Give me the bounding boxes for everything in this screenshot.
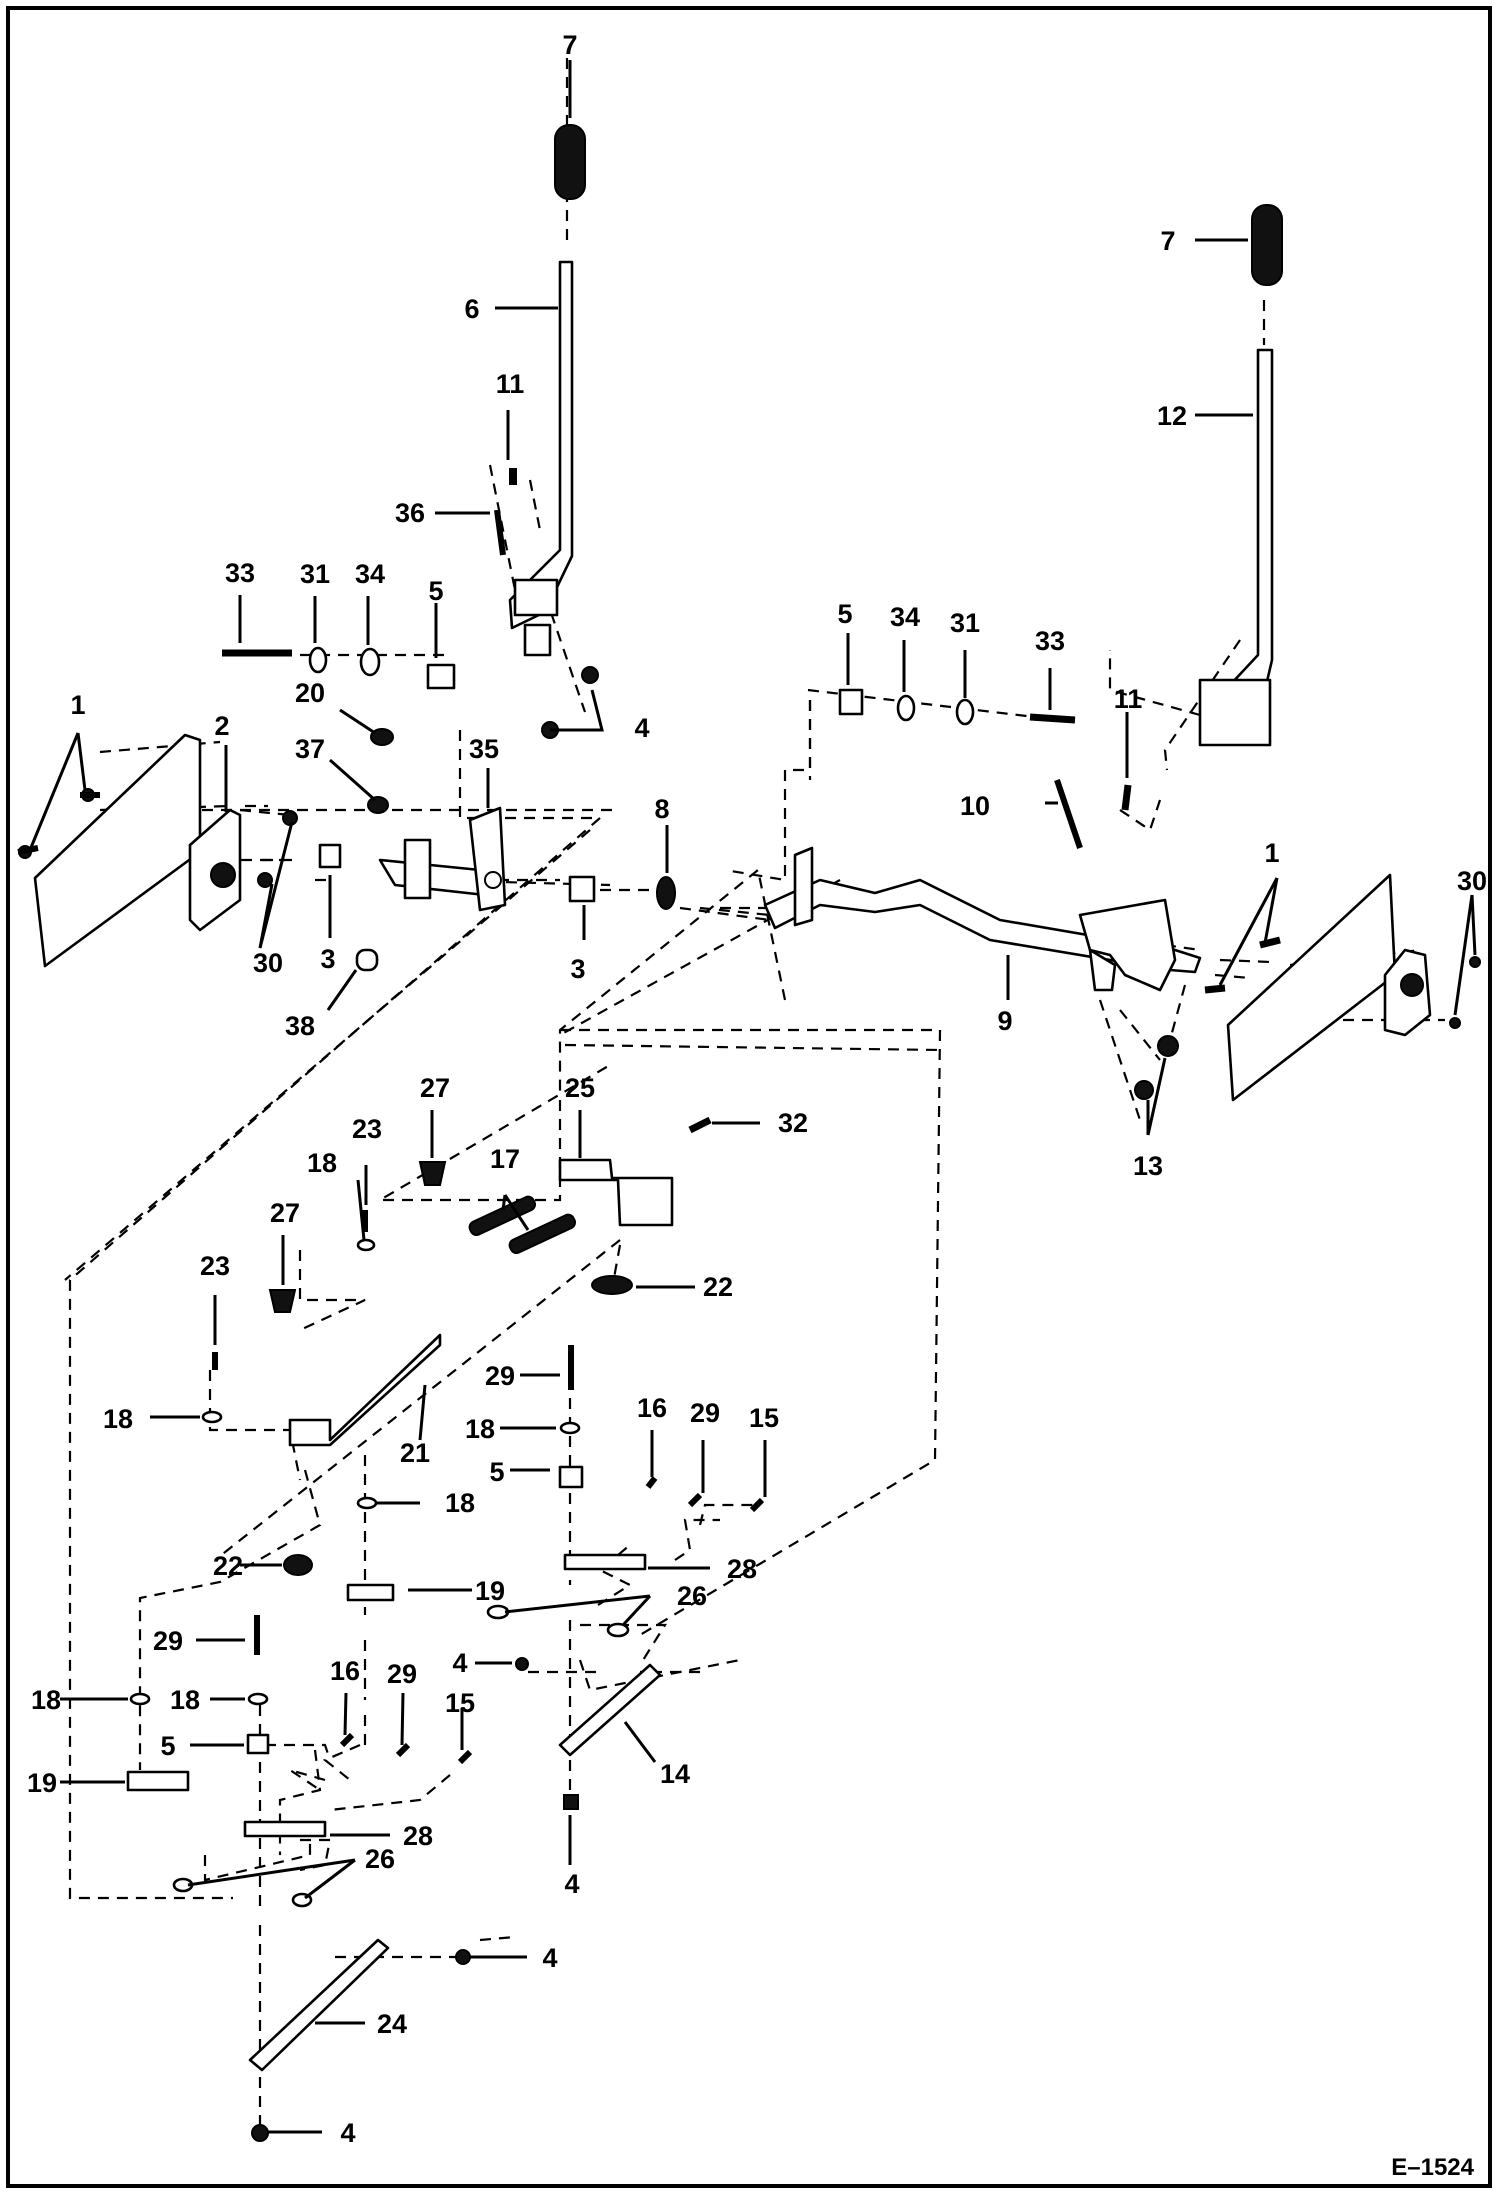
callout-34-right: 34 xyxy=(890,602,920,632)
callout-16-b: 16 xyxy=(330,1656,360,1686)
callout-19-a: 19 xyxy=(475,1576,505,1606)
callout-13: 13 xyxy=(1133,1151,1163,1181)
callout-11-left: 11 xyxy=(496,369,525,399)
callout-18-e: 18 xyxy=(31,1685,61,1715)
callout-22-b: 22 xyxy=(213,1551,243,1581)
bracket-21 xyxy=(288,1333,442,1447)
callout-18-f: 18 xyxy=(170,1685,200,1715)
callout-18-c: 18 xyxy=(465,1414,495,1444)
callout-37: 37 xyxy=(295,734,325,764)
callout-27-a: 27 xyxy=(420,1073,450,1103)
callout-2: 2 xyxy=(214,711,229,741)
callout-29-c: 29 xyxy=(153,1626,183,1656)
callout-1-right: 1 xyxy=(1264,838,1279,868)
callout-7-right: 7 xyxy=(1160,226,1175,256)
callout-18-d: 18 xyxy=(445,1488,475,1518)
callout-26-a: 26 xyxy=(677,1581,707,1611)
callout-30-right: 30 xyxy=(1457,866,1487,896)
grip-left xyxy=(554,124,586,200)
callout-17: 17 xyxy=(490,1144,520,1174)
callout-22-a: 22 xyxy=(703,1272,733,1302)
callout-11-right: 11 xyxy=(1114,684,1143,714)
callout-29-d: 29 xyxy=(387,1659,417,1689)
callout-26-b: 26 xyxy=(365,1844,395,1874)
callout-35: 35 xyxy=(469,734,499,764)
callout-33-right: 33 xyxy=(1035,626,1065,656)
callout-32: 32 xyxy=(778,1108,808,1138)
callout-31-right: 31 xyxy=(950,608,980,638)
callout-4-c: 4 xyxy=(564,1869,579,1899)
callout-12: 12 xyxy=(1157,401,1187,431)
figure-id: E–1524 xyxy=(1391,2154,1474,2181)
link-14 xyxy=(558,1663,662,1757)
callout-20: 20 xyxy=(295,678,325,708)
panel-left xyxy=(33,733,202,968)
callout-19-b: 19 xyxy=(27,1768,57,1798)
callout-3-b: 3 xyxy=(570,954,585,984)
callout-labels: 7 7 6 12 11 11 36 33 31 34 5 5 34 31 33 … xyxy=(27,30,1487,2148)
callout-28-b: 28 xyxy=(403,1821,433,1851)
panel-right xyxy=(1226,873,1397,1102)
leader-lines xyxy=(28,60,1477,2134)
callout-9: 9 xyxy=(997,1006,1012,1036)
callout-15-b: 15 xyxy=(445,1688,475,1718)
callout-33-left: 33 xyxy=(225,558,255,588)
callout-31-left: 31 xyxy=(300,559,330,589)
callout-5-d: 5 xyxy=(160,1731,175,1761)
callout-15-a: 15 xyxy=(749,1403,779,1433)
callout-4-a: 4 xyxy=(634,713,649,743)
callout-21: 21 xyxy=(400,1438,430,1468)
callout-4-b: 4 xyxy=(452,1648,467,1678)
callout-34-left: 34 xyxy=(355,559,385,589)
grip-right xyxy=(1251,204,1283,286)
callout-16-a: 16 xyxy=(637,1393,667,1423)
callout-30-left: 30 xyxy=(253,948,283,978)
callout-29-b: 29 xyxy=(690,1398,720,1428)
callout-5-b: 5 xyxy=(837,599,852,629)
callout-25: 25 xyxy=(565,1073,595,1103)
callout-8: 8 xyxy=(654,794,669,824)
callout-5-a: 5 xyxy=(428,576,443,606)
callout-29-a: 29 xyxy=(485,1361,515,1391)
plate-25 xyxy=(558,1158,674,1227)
callout-27-b: 27 xyxy=(270,1198,300,1228)
callout-23-b: 23 xyxy=(200,1251,230,1281)
callout-1-left: 1 xyxy=(70,690,85,720)
callout-36: 36 xyxy=(395,498,425,528)
frame-border xyxy=(6,6,1492,2188)
callout-23-a: 23 xyxy=(352,1114,382,1144)
lever-left xyxy=(508,260,574,630)
callout-4-d: 4 xyxy=(542,1943,557,1973)
callout-10: 10 xyxy=(960,791,990,821)
callout-3-a: 3 xyxy=(320,944,335,974)
callout-6: 6 xyxy=(464,294,479,324)
callout-4-e: 4 xyxy=(340,2118,355,2148)
callout-18-a: 18 xyxy=(307,1148,337,1178)
callout-7-left: 7 xyxy=(562,30,577,60)
link-24 xyxy=(248,1938,390,2072)
lever-right xyxy=(1228,348,1274,702)
callout-38: 38 xyxy=(285,1011,315,1041)
callout-5-c: 5 xyxy=(489,1457,504,1487)
callout-18-b: 18 xyxy=(103,1404,133,1434)
callout-24: 24 xyxy=(377,2009,407,2039)
callout-28-a: 28 xyxy=(727,1554,757,1584)
callout-14: 14 xyxy=(660,1759,690,1789)
